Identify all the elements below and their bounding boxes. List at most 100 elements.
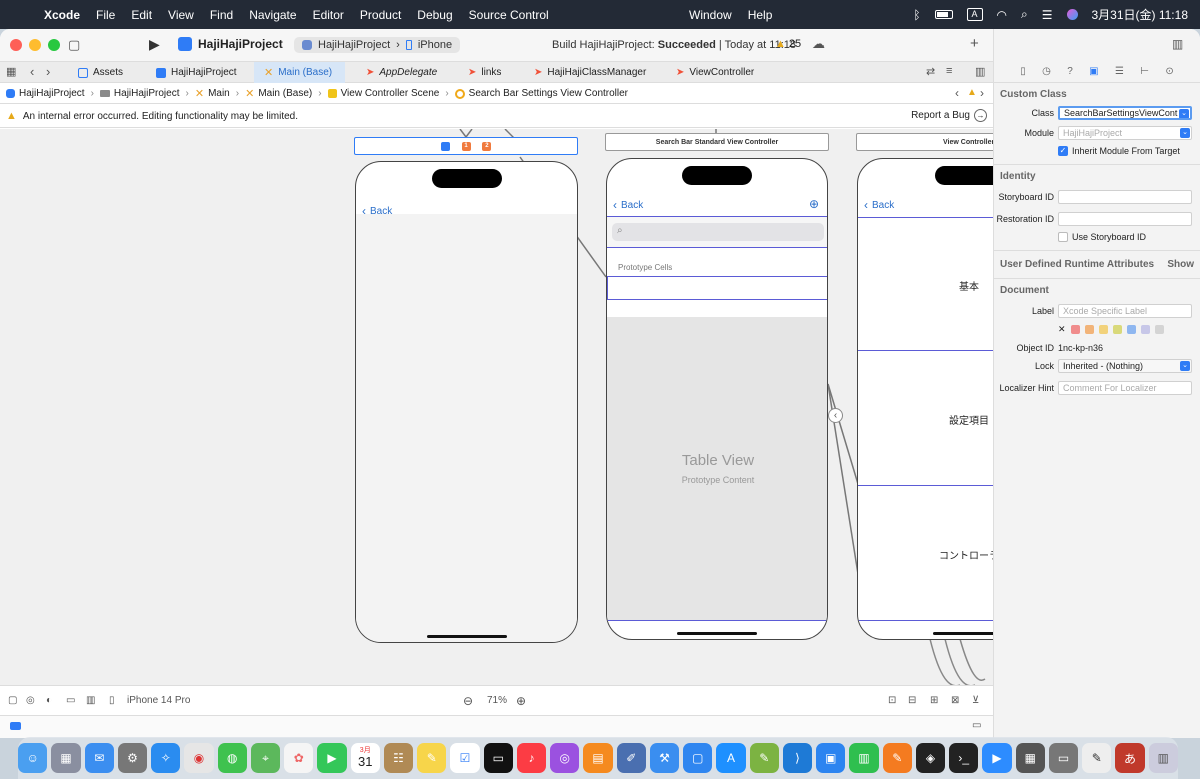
tab-viewcontroller[interactable]: ➤ ViewController [666,62,764,83]
maps-icon[interactable]: ⌖ [250,743,281,773]
numbers-icon[interactable]: ▥ [849,743,879,773]
lock-popup[interactable]: Inherited - (Nothing) ⌄ [1058,359,1192,373]
clear-color-icon[interactable]: ✕ [1058,324,1066,334]
mail-icon[interactable]: ✉ [84,743,114,773]
class-field[interactable]: SearchBarSettingsViewCont ⌄ [1058,106,1192,120]
chevron-down-icon[interactable]: ⌄ [1180,361,1190,371]
chevron-down-icon[interactable]: ⌄ [1179,109,1189,118]
dictionary-icon[interactable]: あ [1115,743,1145,773]
instruments-icon[interactable]: ✐ [616,743,646,773]
scene2-phone[interactable]: ‹ Back ⊕ ⌕ Prototype Cells Table View Pr… [606,158,828,640]
debug-toggle-icon[interactable] [10,722,21,730]
warning-indicator[interactable]: ▲ 25 [775,38,801,50]
back-nav-icon[interactable]: ‹ [30,64,35,79]
chevron-down-icon[interactable]: ⌄ [1180,128,1190,138]
chrome-icon[interactable]: ◉ [184,743,214,773]
back-nav-button[interactable]: ‹ Back [362,204,392,218]
pin-icon[interactable]: ⊠ [951,695,960,706]
tab-main-base[interactable]: ✕ Main (Base) [254,62,345,83]
back-nav-button[interactable]: ‹ Back [613,198,643,212]
notes-icon[interactable]: ✎ [417,743,447,773]
device-icon[interactable]: ▯ [109,695,115,706]
device-name[interactable]: iPhone 14 Pro [127,695,191,706]
tab-assets[interactable]: Assets [68,62,133,83]
finder-icon[interactable]: ☺ [18,743,48,773]
color-swatch-red[interactable] [1070,325,1080,334]
control-center-icon[interactable]: ☰ [1041,7,1053,22]
editor-options-icon[interactable]: ≡ [946,65,953,77]
scene3-title-bar[interactable]: View Controller [856,133,993,151]
scene2-title-bar[interactable]: Search Bar Standard View Controller [605,133,829,151]
menu-editor[interactable]: Editor [312,7,344,22]
facetime-icon[interactable]: ▶ [317,743,347,773]
launchpad-icon[interactable]: ▦ [51,743,81,773]
first-responder-icon[interactable]: 1 [461,141,471,151]
outline-toggle-icon[interactable]: ▢ [8,695,18,706]
grid-icon[interactable]: ▦ [6,66,17,78]
jump-project[interactable]: HajiHajiProject [6,88,85,99]
help-inspector-icon[interactable]: ? [1067,66,1073,77]
attributes-inspector-icon[interactable]: ☰ [1114,66,1124,77]
menu-app[interactable]: Xcode [44,7,81,22]
scene3-phone[interactable]: ‹ Back 基本 設定項目 コントローラ [857,158,993,640]
jump-main-base[interactable]: ✕Main (Base) [245,87,312,100]
battery-icon[interactable] [934,10,953,19]
layout-icon[interactable]: ▥ [86,695,96,706]
minimize-window-button[interactable] [29,39,41,51]
music-icon[interactable]: ♪ [516,743,547,773]
zoom-out-icon[interactable]: ⊖ [463,693,474,708]
module-field[interactable]: HajiHajiProject ⌄ [1058,126,1192,140]
safari-icon[interactable]: ✧ [151,743,181,773]
pages-icon[interactable]: ✎ [882,743,912,773]
menu-source-control[interactable]: Source Control [468,7,549,22]
storyboard-id-field[interactable] [1058,190,1192,204]
resolve-issues-icon[interactable]: ⊻ [972,695,980,706]
vscode-icon[interactable]: ⟩ [782,743,813,773]
scene1-phone[interactable]: ‹ Back [355,161,578,643]
menu-find[interactable]: Find [209,7,234,22]
report-bug-button[interactable]: Report a Bug → [911,109,987,122]
related-items-icon[interactable]: ⇄ [926,66,936,78]
jump-scene[interactable]: View Controller Scene [327,88,439,99]
jump-folder[interactable]: HajiHajiProject [99,88,180,99]
tab-links[interactable]: ➤ links [458,62,511,83]
close-window-button[interactable] [10,39,22,51]
messages-icon[interactable]: ◍ [217,743,247,773]
menu-clock[interactable]: 3月31日(金) 11:18 [1091,8,1189,22]
color-swatch-gray[interactable] [1154,325,1164,334]
chevron-right-icon[interactable]: › [980,86,984,100]
inspector-toggle-icon[interactable]: ▥ [1172,37,1184,51]
books-icon[interactable]: ▤ [583,743,613,773]
menu-edit[interactable]: Edit [131,7,153,22]
keynote-icon[interactable]: ▣ [816,743,846,773]
globe-icon[interactable]: ⊕ [808,197,819,211]
file-inspector-icon[interactable]: ▯ [1020,66,1026,77]
dark-mode-icon[interactable]: ◐ [46,695,53,706]
siri-icon[interactable] [1066,9,1078,20]
warning-icon[interactable]: ▲ [967,87,977,98]
zoom-level[interactable]: 71% [487,695,508,706]
xcode-icon[interactable]: ⚒ [649,743,680,773]
scene1-content-view[interactable] [356,214,577,642]
reminders-icon[interactable]: ☑ [450,743,480,773]
static-cell-controller[interactable]: コントローラ [858,487,993,621]
menu-product[interactable]: Product [359,7,402,22]
size-inspector-icon[interactable]: ⊢ [1140,66,1150,77]
menu-window[interactable]: Window [689,7,732,22]
wifi-icon[interactable]: ◠ [996,7,1007,22]
align-icon[interactable]: ⊞ [930,695,939,706]
hide-debug-icon[interactable]: ▭ [972,720,982,731]
navigator-toggle-icon[interactable]: ▢ [68,37,81,52]
tab-hajihajiclassmanager[interactable]: ➤ HajiHajiClassManager [524,62,656,83]
orientation-icon[interactable]: ▭ [66,695,76,706]
scene1-dock[interactable]: 1 2 [354,137,578,155]
tab-appdelegate[interactable]: ➤ AppDelegate [356,62,447,83]
show-runtime-attributes-button[interactable]: Show [1167,259,1194,270]
system-settings-icon[interactable]: ⚙ [117,743,148,773]
storyboard-canvas[interactable]: 1 2 ‹ Back Search Bar Standard View Cont… [0,129,993,685]
run-button-icon[interactable]: ▶ [149,36,160,52]
calendar-icon[interactable]: 3月 31 [350,743,380,773]
static-cell-basic[interactable]: 基本 [858,217,993,351]
add-icon[interactable]: + [970,35,979,52]
apple-tv-icon[interactable]: ▭ [483,743,513,773]
